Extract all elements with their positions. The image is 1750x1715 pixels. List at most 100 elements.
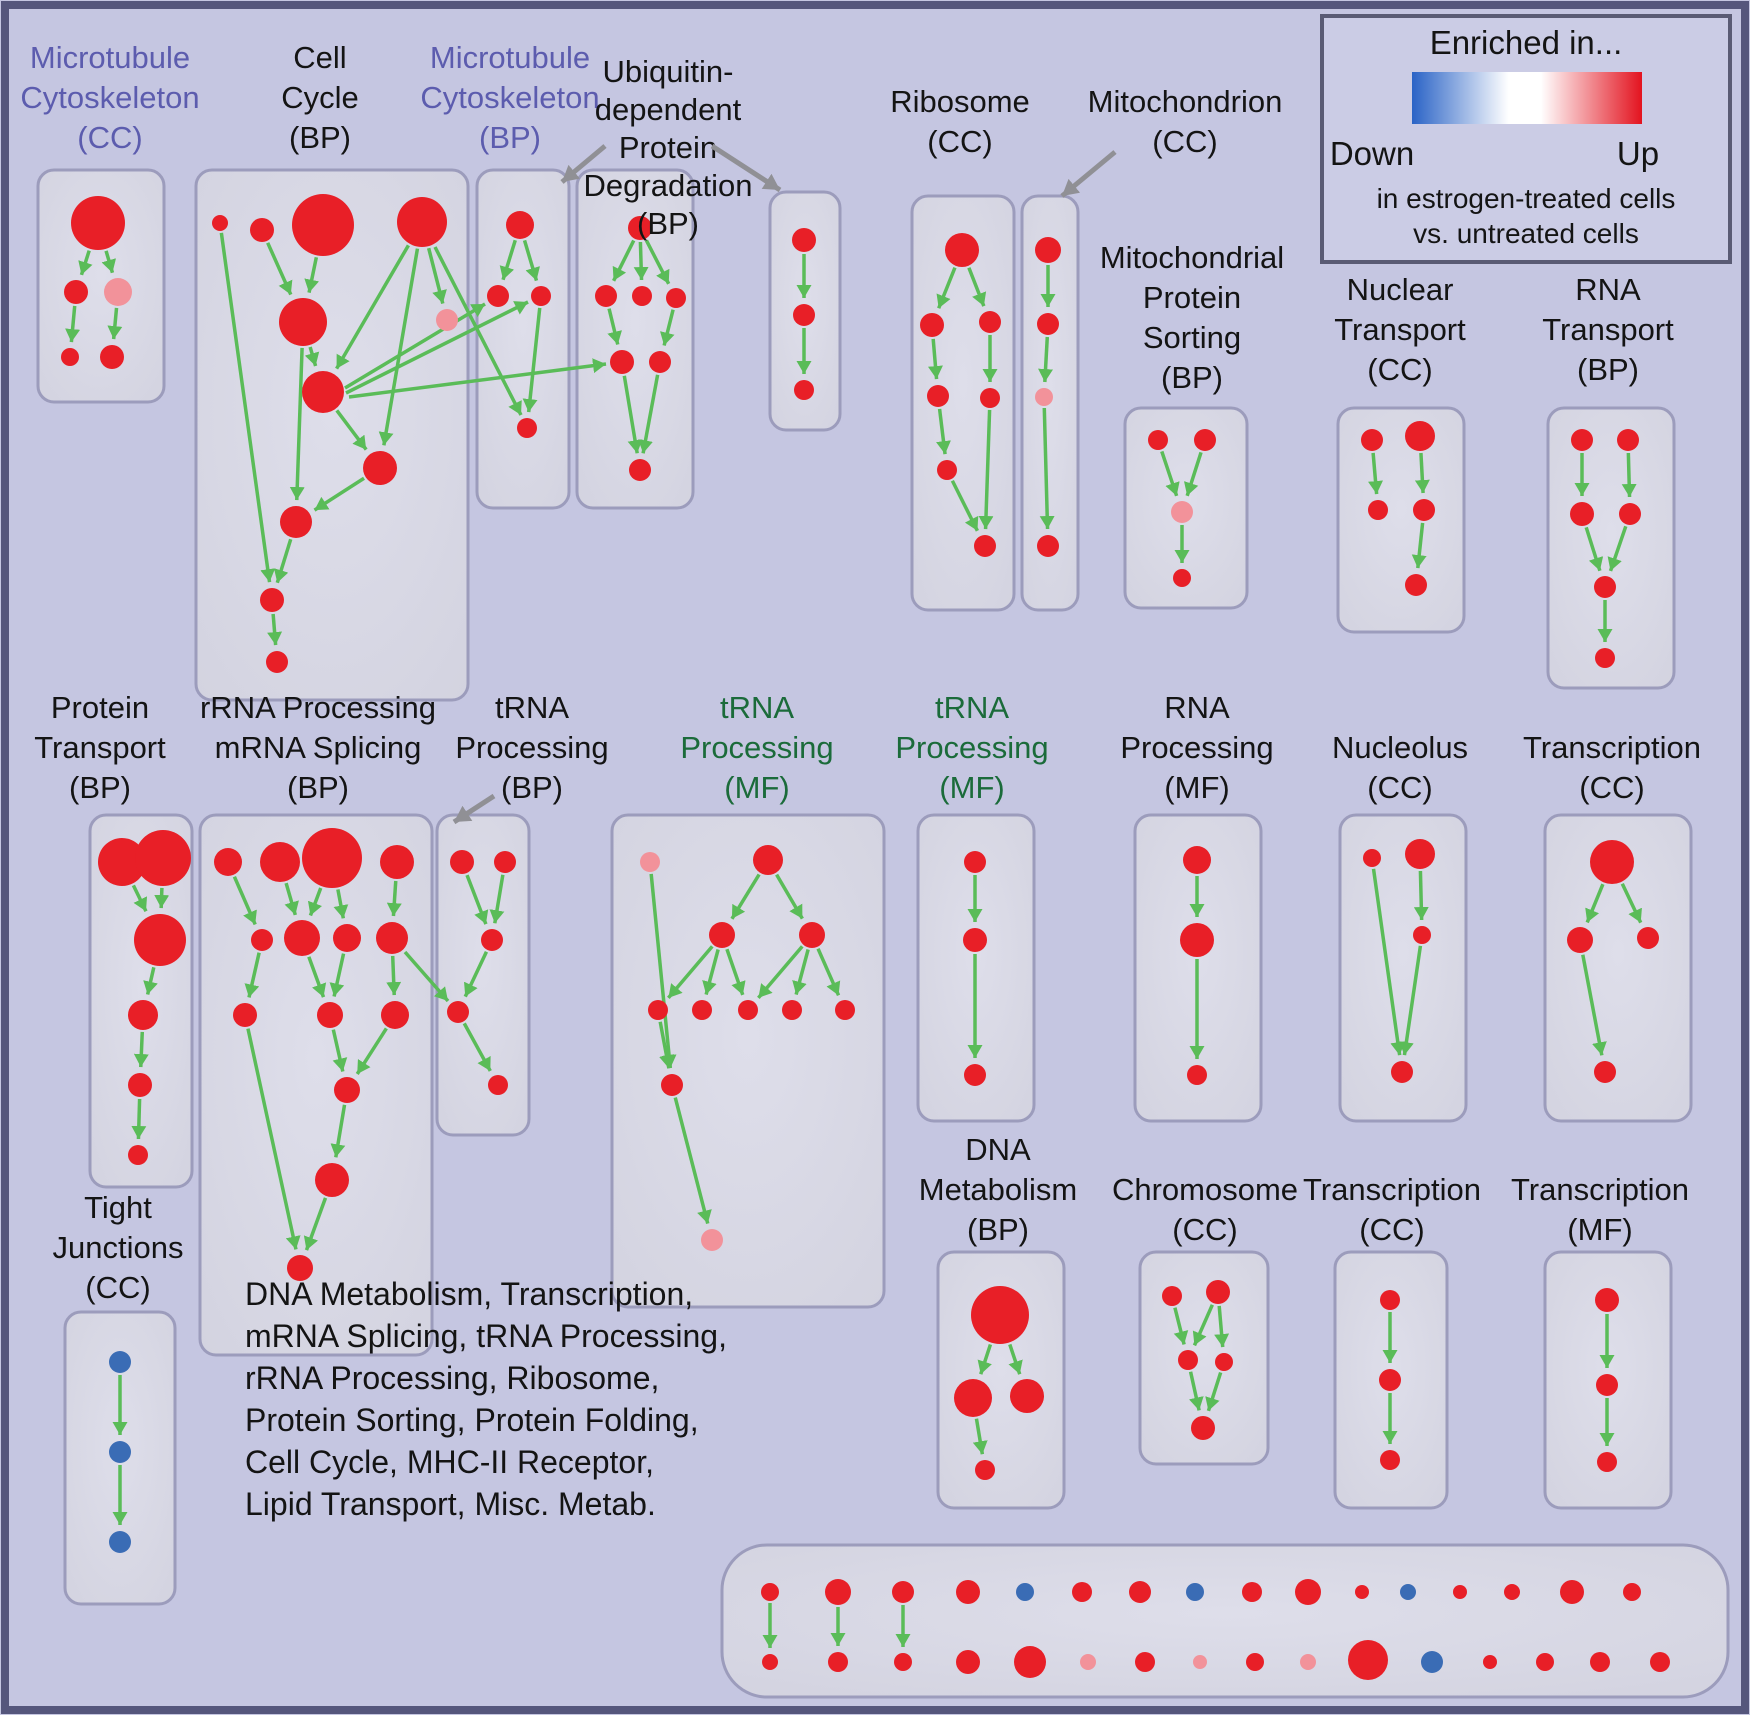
go-term-node [979,311,1001,333]
ribosome-cc-label: (CC) [927,124,992,159]
tight-junctions-cc-label: (CC) [85,1270,150,1305]
rrna-processing-mrna-splicing-bp-label: rRNA Processing [200,690,436,725]
go-term-node [302,371,344,413]
go-term-node [1637,927,1659,949]
nucleolus-cc-box [1338,813,1468,1123]
cross-cluster-edge [433,246,523,416]
go-edge [936,266,957,309]
go-term-node [1193,1655,1207,1669]
go-term-node [1348,1640,1388,1680]
mitochondrial-protein-sorting-bp-label: (BP) [1161,360,1223,395]
go-edge [972,1418,988,1455]
go-term-node [666,288,686,308]
go-term-node [128,1145,148,1165]
go-edge [612,239,636,282]
go-term-node [892,1581,914,1603]
go-term-node [1619,503,1641,525]
legend-title: Enriched in... [1430,24,1623,61]
go-term-node [1413,926,1431,944]
go-edge [232,875,257,926]
go-edge [1581,954,1607,1056]
go-term-node [1650,1652,1670,1672]
rna-processing-mf-label: RNA [1164,690,1230,725]
mitochondrion-cc-label: Mitochondrion [1088,84,1283,119]
go-term-node [135,830,191,886]
go-term-node [1536,1653,1554,1671]
go-term-node [1035,388,1053,406]
microtubule-cytoskeleton-bp-label: Microtubule [430,40,590,75]
go-term-node [762,1654,778,1670]
go-term-node [64,280,88,304]
go-edge [1607,525,1628,572]
ubiquitin-degradation-bp-1-label: dependent [595,92,742,127]
go-term-node [1380,1450,1400,1470]
rrna-processing-mrna-splicing-bp-label: (BP) [287,770,349,805]
legend-condition-line2: vs. untreated cells [1413,218,1639,249]
tight-junctions-cc-label: Tight [84,1190,152,1225]
dna-metabolism-bp-label: (BP) [967,1212,1029,1247]
go-edge [378,248,420,446]
go-term-node [1186,1583,1204,1601]
go-edge [303,1197,328,1251]
legend-up-label: Up [1617,135,1659,172]
go-term-node [517,418,537,438]
trna-processing-bp-label: (BP) [501,770,563,805]
go-term-node [381,1001,409,1029]
mitochondrion-cc-label: (CC) [1152,124,1217,159]
go-edge [1160,450,1180,497]
go-term-node [1010,1379,1044,1413]
go-term-node [1595,1288,1619,1312]
go-term-node [98,838,146,886]
go-term-node [1570,502,1594,526]
go-edge [816,948,841,997]
transcription-mf-label: (MF) [1567,1212,1632,1247]
go-term-node [397,197,447,247]
go-edge [244,952,261,998]
mitochondrial-protein-sorting-bp-label: Mitochondrial [1100,240,1284,275]
nucleolus-cc-label: (CC) [1367,770,1432,805]
ubiquitin-degradation-bp-1-label: Protein [619,130,717,165]
go-term-node [61,348,79,366]
go-edge [673,1097,712,1224]
go-term-node [1355,1585,1369,1599]
transcription-cc-upper-label: (CC) [1579,770,1644,805]
go-edge [1039,407,1055,530]
go-term-node [937,460,957,480]
go-term-node [649,351,671,373]
go-edge [499,239,517,281]
go-term-node [835,1000,855,1020]
rna-processing-mf-label: Processing [1120,730,1273,765]
go-term-node [692,1000,712,1020]
dna-metabolism-bp-label: DNA [965,1132,1031,1167]
mixed-terms-panel-box [720,1543,1730,1699]
go-term-node [1567,927,1593,953]
dna-metabolism-bp-box [936,1250,1066,1510]
go-term-node [661,1074,683,1096]
go-edge [335,409,368,451]
go-term-node [376,922,408,954]
go-edge [133,1031,149,1068]
go-term-node [1080,1654,1096,1670]
label-pointer-arrow [560,144,607,184]
go-term-node [632,286,652,306]
ubiquitin-degradation-bp-1-box [575,168,695,510]
go-edge [658,1021,674,1069]
go-term-node [1300,1654,1316,1670]
go-term-node [1405,421,1435,451]
misc-note-line: Lipid Transport, Misc. Metab. [245,1486,656,1522]
go-edge [725,948,746,996]
go-term-node [648,1000,668,1020]
go-edge [1585,883,1605,924]
go-term-node [738,1000,758,1020]
go-term-node [279,298,327,346]
go-term-node [1178,1350,1198,1370]
go-edge [304,256,320,293]
go-edge [307,887,323,917]
go-term-node [284,920,320,956]
rna-transport-bp-label: Transport [1542,312,1674,347]
trna-processing-mf-large-label: Processing [680,730,833,765]
go-term-node [109,1351,131,1373]
edge-layer [65,232,1643,1648]
go-edge [649,873,677,1069]
